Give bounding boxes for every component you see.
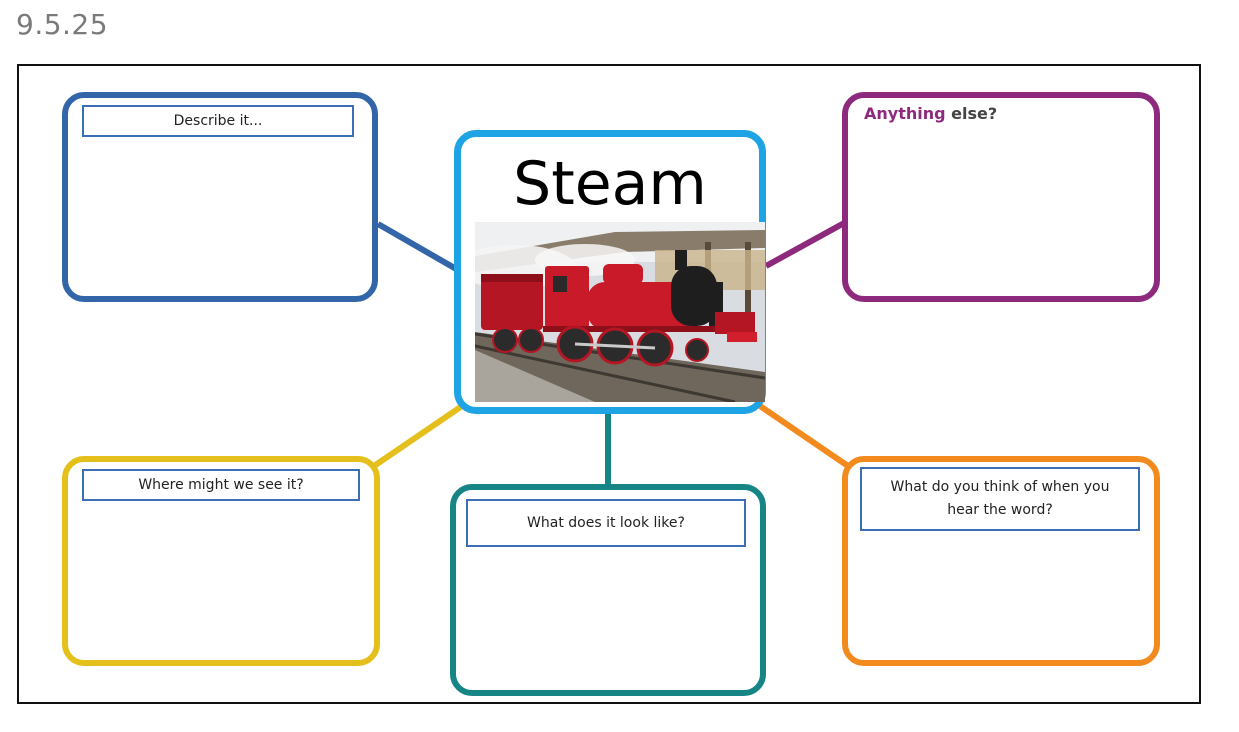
center-title: Steam	[513, 149, 707, 219]
anything-label-strong: Anything	[864, 104, 946, 123]
where-label: Where might we see it?	[82, 469, 360, 501]
steam-train-illustration	[475, 222, 765, 402]
connector-anything	[764, 219, 848, 269]
think-label: What do you think of when you hear the w…	[860, 467, 1140, 531]
describe-label: Describe it...	[82, 105, 354, 137]
anything-label: Anything else?	[864, 104, 997, 123]
connector-describe	[376, 221, 460, 273]
anything-bubble	[842, 92, 1160, 302]
center-bubble: Steam	[454, 130, 766, 414]
steam-train-image	[475, 222, 765, 402]
date-text: 9.5.25	[16, 8, 109, 41]
look-label: What does it look like?	[466, 499, 746, 547]
connector-think	[758, 403, 850, 469]
connector-where	[372, 403, 464, 469]
anything-label-rest: else?	[945, 104, 998, 123]
